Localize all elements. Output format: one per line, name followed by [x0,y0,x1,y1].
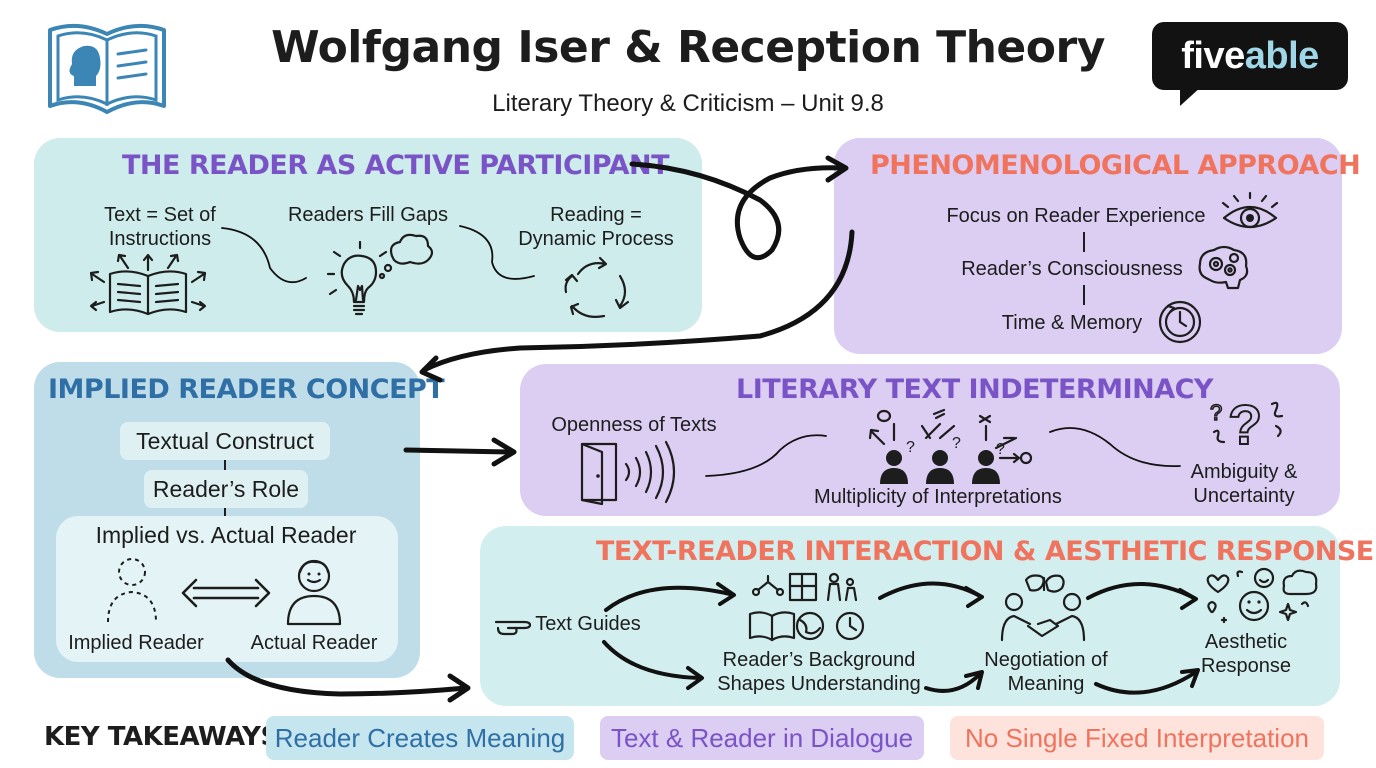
background-collage-icon [748,572,865,642]
panel-reader-active-heading: THE READER AS ACTIVE PARTICIPANT [122,150,670,181]
actual-reader-label: Actual Reader [250,632,378,654]
reader-active-item-dynamic: Reading = Dynamic Process [518,204,674,250]
open-door-icon [580,440,676,506]
logo-part-able: able [1244,34,1320,77]
implied-vs-actual-title: Implied vs. Actual Reader [95,522,357,548]
lightbulb-icon [326,233,434,316]
people-thinking-icon: ? ? ? [868,408,1033,484]
arrow-shapes-to-negotiation [924,672,982,693]
interaction-item-aesthetic: Aesthetic Response [1200,631,1292,677]
arrow-negotiation-to-aesthetic [1086,582,1196,600]
person-icon [286,559,342,626]
book-head-logo-icon [48,23,166,114]
double-arrow-icon [181,578,271,608]
interaction-item-text-guides: Text Guides [535,613,641,635]
panel-phenomenological-heading: PHENOMENOLOGICAL APPROACH [870,150,1361,181]
reader-active-item-fill-gaps: Readers Fill Gaps [287,204,449,226]
arrow-implied-to-indeterminacy [403,447,513,455]
emotions-icon [1206,567,1318,624]
page-title: Wolfgang Iser & Reception Theory [271,22,1105,73]
indeterminacy-item-multiplicity: Multiplicity of Interpretations [814,486,1062,508]
panel-indeterminacy-heading: LITERARY TEXT INDETERMINACY [736,374,1213,405]
takeaway-no-single-interpretation: No Single Fixed Interpretation [950,716,1324,760]
takeaway-reader-creates-meaning: Reader Creates Meaning [266,716,574,760]
implied-reader-connector-1 [224,460,226,470]
phenomenological-item-experience: Focus on Reader Experience [946,205,1206,227]
cycle-arrows-icon [564,256,630,318]
page-subtitle: Literary Theory & Criticism – Unit 9.8 [492,90,884,117]
squiggle-multiplicity-ambiguity [1049,427,1181,468]
question-marks-icon: ? ? [1209,392,1284,457]
squiggle-instructions-gaps [221,227,307,284]
svg-text:?: ? [952,435,961,452]
pointing-hand-icon [494,620,532,636]
arrow-background-to-negotiation [878,581,982,600]
handshake-icon [1000,574,1086,642]
indeterminacy-item-ambiguity: Ambiguity & Uncertainty [1190,461,1298,507]
arrow-phenomenological-to-implied [421,229,855,373]
panel-reader-active [34,138,702,332]
panel-phenomenological [834,138,1342,354]
squiggle-openness-multiplicity [705,434,827,477]
implied-reader-label: Implied Reader [68,632,204,654]
squiggle-gaps-dynamic [459,225,535,280]
implied-reader-connector-2 [224,508,226,518]
phenomenological-connector-2 [1083,285,1085,305]
arrow-active-to-phenomenological [629,161,847,261]
indeterminacy-item-openness: Openness of Texts [551,414,717,436]
pill-readers-role: Reader’s Role [144,470,308,508]
logo-speech-tail [1180,86,1202,106]
interaction-item-negotiation: Negotiation of Meaning [984,649,1108,695]
phenomenological-item-time-memory: Time & Memory [1001,312,1143,334]
interaction-item-background: Reader’s Background Shapes Understanding [717,649,921,695]
takeaway-text-reader-dialogue: Text & Reader in Dialogue [600,716,924,760]
pill-textual-construct: Textual Construct [120,422,330,460]
dashed-person-icon [107,558,157,623]
svg-text:?: ? [996,441,1005,458]
arrow-guides-to-shapes [602,640,702,680]
panel-interaction-heading: TEXT-READER INTERACTION & AESTHETIC RESP… [596,536,1374,567]
phenomenological-item-consciousness: Reader’s Consciousness [961,258,1183,280]
logo-part-five: five [1181,34,1245,77]
panel-implied-reader-heading: IMPLIED READER CONCEPT [48,374,445,405]
panel-indeterminacy [520,364,1340,516]
svg-text:?: ? [906,439,915,456]
eye-icon [1221,191,1279,229]
brain-gears-icon [1198,245,1249,290]
arrow-guides-to-background [604,585,732,612]
key-takeaways-label: KEY TAKEAWAYS: [44,722,289,752]
phenomenological-connector-1 [1083,232,1085,252]
open-book-icon [89,253,207,316]
reader-active-item-instructions: Text = Set of Instructions [104,204,216,250]
clock-icon [1158,300,1202,344]
svg-text:?: ? [1228,393,1262,456]
svg-text:?: ? [1210,400,1222,425]
arrow-implied-to-interaction [225,657,469,697]
arrow-negotiation-to-aesthetic-lower [1094,670,1198,695]
